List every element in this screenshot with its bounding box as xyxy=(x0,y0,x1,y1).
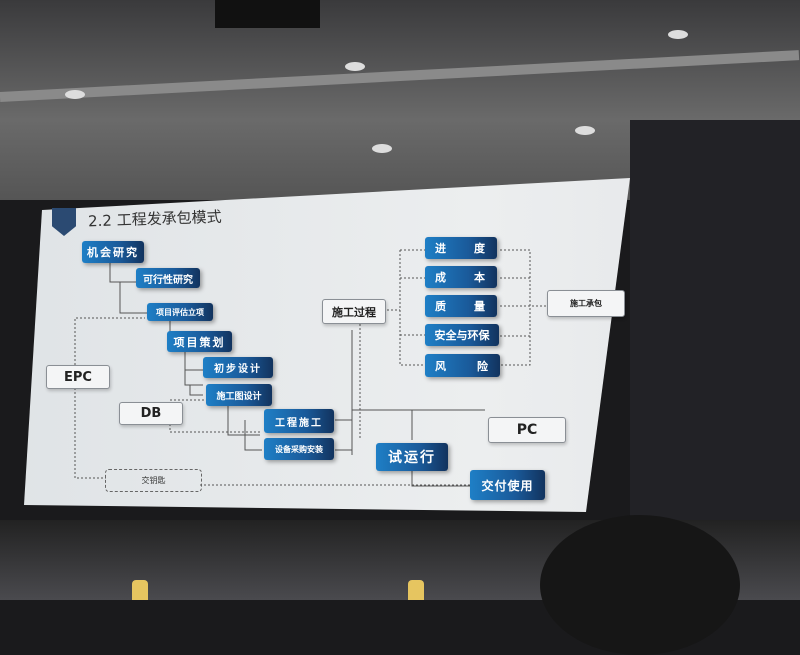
risk-char: 风 xyxy=(435,359,448,373)
water-bottle xyxy=(408,580,424,600)
node-construction-process: 施工过程 xyxy=(322,299,386,324)
ceiling-light xyxy=(345,62,365,71)
node-equipment-procurement: 设备采购安装 xyxy=(264,438,334,460)
audience-head xyxy=(540,515,740,655)
ceiling-light xyxy=(65,90,85,99)
model-pc: PC xyxy=(488,417,566,443)
node-risk: 风险 xyxy=(425,354,500,377)
node-safety-environment: 安全与环保 xyxy=(425,324,499,346)
ceiling-light xyxy=(575,126,595,135)
node-trial-run: 试运行 xyxy=(376,443,448,471)
progress-char: 度 xyxy=(474,242,487,255)
cost-char: 本 xyxy=(474,271,487,284)
node-construction: 工程施工 xyxy=(264,409,334,433)
quality-char: 量 xyxy=(474,300,487,313)
node-project-evaluation: 项目评估立项 xyxy=(147,303,213,321)
water-bottle xyxy=(132,580,148,600)
node-project-planning: 项目策划 xyxy=(167,331,232,352)
node-delivery: 交付使用 xyxy=(470,470,545,500)
model-construction-contract: 施工承包 xyxy=(547,290,625,317)
node-construction-design: 施工图设计 xyxy=(206,384,272,406)
node-opportunity-study: 机会研究 xyxy=(82,241,144,263)
cost-char: 成 xyxy=(435,271,448,284)
connector-lines xyxy=(74,249,548,487)
quality-char: 质 xyxy=(435,300,448,313)
model-turnkey: 交钥匙 xyxy=(105,469,202,492)
node-preliminary-design: 初步设计 xyxy=(203,357,273,378)
ceiling-light xyxy=(372,144,392,153)
node-quality: 质量 xyxy=(425,295,497,317)
progress-char: 进 xyxy=(435,242,448,255)
projector xyxy=(215,0,320,28)
node-progress: 进度 xyxy=(425,237,497,259)
risk-char: 险 xyxy=(477,359,490,373)
node-cost: 成本 xyxy=(425,266,497,288)
model-epc: EPC xyxy=(46,365,110,389)
ceiling-light xyxy=(668,30,688,39)
model-db: DB xyxy=(119,402,183,425)
right-wall xyxy=(630,120,800,530)
node-feasibility-study: 可行性研究 xyxy=(136,268,200,288)
